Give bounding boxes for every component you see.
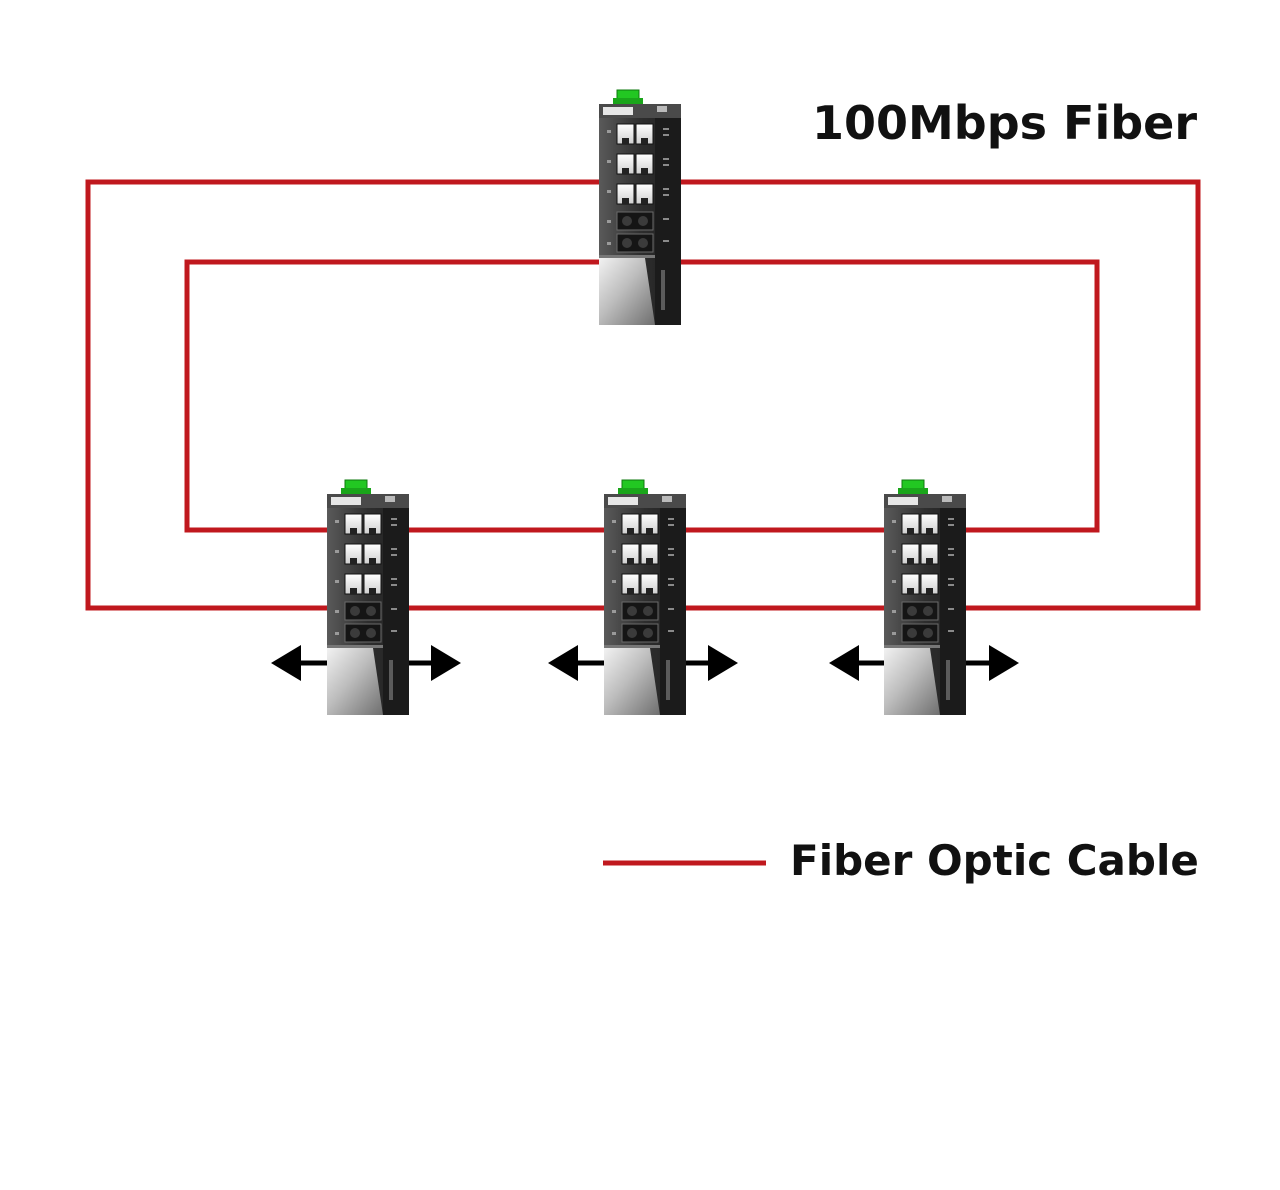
diagram-title: 100Mbps Fiber [812, 96, 1198, 150]
switch-top [598, 89, 682, 326]
legend-label: Fiber Optic Cable [790, 836, 1199, 885]
switch-middle [548, 479, 738, 716]
switch-left [271, 479, 461, 716]
switch-right [829, 479, 1019, 716]
